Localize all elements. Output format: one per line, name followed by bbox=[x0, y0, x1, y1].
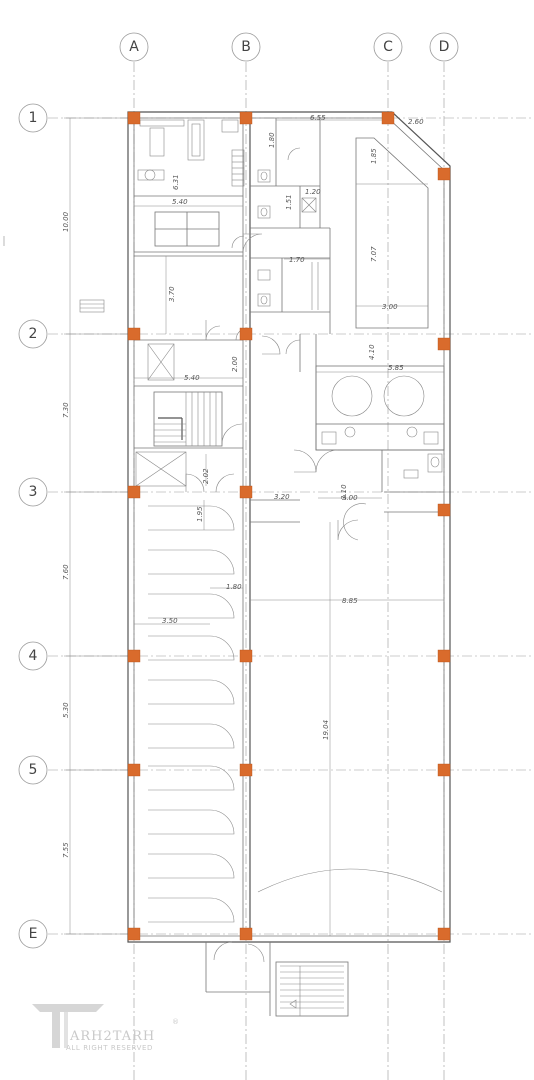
dim-room-height: 3.70 bbox=[168, 286, 176, 302]
column-B2 bbox=[239, 327, 253, 341]
parking-stalls bbox=[148, 505, 235, 923]
dim-hall-height: 4.10 bbox=[368, 344, 376, 360]
column-A1 bbox=[127, 111, 141, 125]
building-outline bbox=[127, 111, 451, 943]
axis-label-C: C bbox=[383, 39, 393, 55]
column-B4 bbox=[239, 649, 253, 663]
dim-wc-1: 1.80 bbox=[268, 132, 276, 148]
column-D3 bbox=[437, 503, 451, 517]
columns bbox=[127, 111, 451, 941]
column-A2 bbox=[127, 327, 141, 341]
axis-label-D: D bbox=[439, 39, 450, 55]
legend-symbol-icon bbox=[79, 299, 105, 313]
column-D4 bbox=[437, 649, 451, 663]
watermark-registered: ® bbox=[172, 1018, 180, 1026]
north-zone: 6.31 5.40 1.80 1.51 1.20 1.70 bbox=[134, 114, 429, 334]
dim-gym-width: 5.40 bbox=[172, 198, 188, 206]
column-B1 bbox=[239, 111, 253, 125]
stair-icon bbox=[153, 391, 223, 447]
dim-big-width: 8.85 bbox=[342, 597, 358, 605]
column-D1 bbox=[437, 167, 451, 181]
axis-label-E: E bbox=[29, 926, 38, 942]
dim-lobby-height: 2.02 bbox=[202, 468, 210, 484]
axis-label-5: 5 bbox=[29, 762, 38, 778]
dim-top-right: 2.60 bbox=[408, 118, 424, 126]
dim-hall-width: 5.85 bbox=[388, 364, 404, 372]
dim-ramp-width: 3.00 bbox=[382, 303, 398, 311]
dim-park-1: 1.95 bbox=[196, 506, 204, 522]
axis-label-2: 2 bbox=[29, 326, 38, 342]
dim-bay-2-3: 7.30 bbox=[62, 402, 70, 418]
column-A4 bbox=[127, 649, 141, 663]
parking-zone: 1.95 1.80 3.50 8.85 19.04 bbox=[134, 500, 444, 936]
column-C1 bbox=[381, 111, 395, 125]
dim-bay-5-E: 7.55 bbox=[62, 842, 70, 858]
dim-corridor: 1.70 bbox=[289, 256, 305, 264]
middle-zone: 5.40 2.00 2.02 5.85 4.10 bbox=[134, 320, 445, 541]
dim-wc-3: 1.20 bbox=[305, 188, 321, 196]
dim-bay-1-2: 10.00 bbox=[62, 211, 70, 232]
axis-label-1: 1 bbox=[29, 110, 38, 126]
dim-top-width: 6.55 bbox=[310, 114, 326, 122]
dim-corr-height: 2.00 bbox=[231, 356, 239, 372]
dim-wc-2: 1.51 bbox=[285, 194, 293, 210]
dim-lobby-depth: 3.10 bbox=[340, 484, 348, 500]
column-D2 bbox=[437, 337, 451, 351]
column-AE bbox=[127, 927, 141, 941]
watermark-tagline: ALL RIGHT RESERVED bbox=[66, 1044, 153, 1052]
dim-gym-height: 6.31 bbox=[172, 174, 180, 190]
dim-ramp-top: 1.85 bbox=[370, 148, 378, 164]
column-BE bbox=[239, 927, 253, 941]
dim-lobby-e: 3.00 bbox=[342, 494, 358, 502]
column-DE bbox=[437, 927, 451, 941]
dim-big-height: 19.04 bbox=[322, 720, 330, 740]
dim-park-2: 1.80 bbox=[226, 583, 242, 591]
dim-lobby-width: 3.20 bbox=[274, 493, 290, 501]
pillar-icon bbox=[32, 1004, 104, 1048]
axis-label-3: 3 bbox=[29, 484, 38, 500]
south-stair bbox=[205, 941, 349, 1017]
dim-stair-width: 5.40 bbox=[184, 374, 200, 382]
watermark-logo: ARH2TARH ® ALL RIGHT RESERVED bbox=[32, 1004, 180, 1052]
dim-park-3: 3.50 bbox=[162, 617, 178, 625]
column-D5 bbox=[437, 763, 451, 777]
column-A5 bbox=[127, 763, 141, 777]
grid-lines bbox=[48, 62, 534, 1080]
dim-bay-4-5: 5.30 bbox=[62, 702, 70, 718]
south-stair-icon bbox=[280, 965, 344, 1016]
axis-bubbles: A B C D 1 2 3 4 5 E bbox=[18, 32, 459, 949]
column-B3 bbox=[239, 485, 253, 499]
watermark-brand: ARH2TARH bbox=[69, 1029, 155, 1044]
dim-ramp-length: 7.07 bbox=[370, 246, 378, 262]
axis-label-4: 4 bbox=[29, 648, 38, 664]
shaft-icon bbox=[135, 343, 187, 487]
column-B5 bbox=[239, 763, 253, 777]
left-dimension-chain: 10.00 7.30 7.60 5.30 7.55 bbox=[3, 117, 130, 935]
dim-bay-3-4: 7.60 bbox=[62, 564, 70, 580]
column-A3 bbox=[127, 485, 141, 499]
gym-equipment-icon bbox=[137, 119, 245, 247]
axis-label-A: A bbox=[129, 39, 139, 55]
axis-label-B: B bbox=[241, 39, 251, 55]
